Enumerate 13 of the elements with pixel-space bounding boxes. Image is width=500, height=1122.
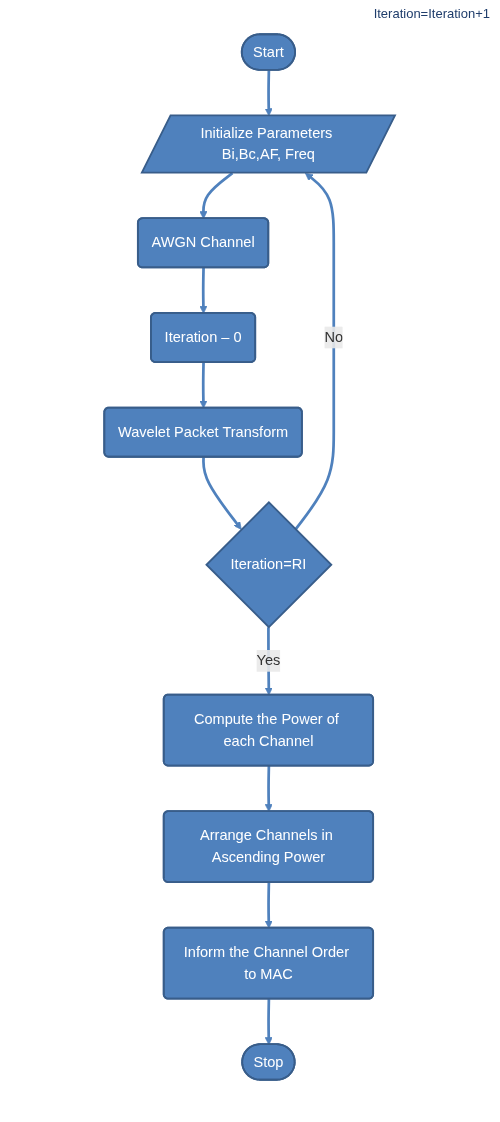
arrow — [199, 172, 234, 220]
arrow — [202, 457, 243, 530]
arrow — [265, 999, 274, 1045]
loop-note: Iteration=Iteration+1 — [373, 6, 490, 21]
edge-label: No — [324, 329, 344, 345]
arrow — [199, 362, 208, 409]
edge-label: Yes — [256, 652, 281, 669]
node-diamond: Iteration=RI — [205, 501, 333, 629]
arrow — [294, 172, 336, 531]
arrow — [199, 267, 208, 314]
arrow — [265, 766, 274, 812]
arrow — [265, 627, 274, 696]
arrow — [265, 882, 274, 929]
